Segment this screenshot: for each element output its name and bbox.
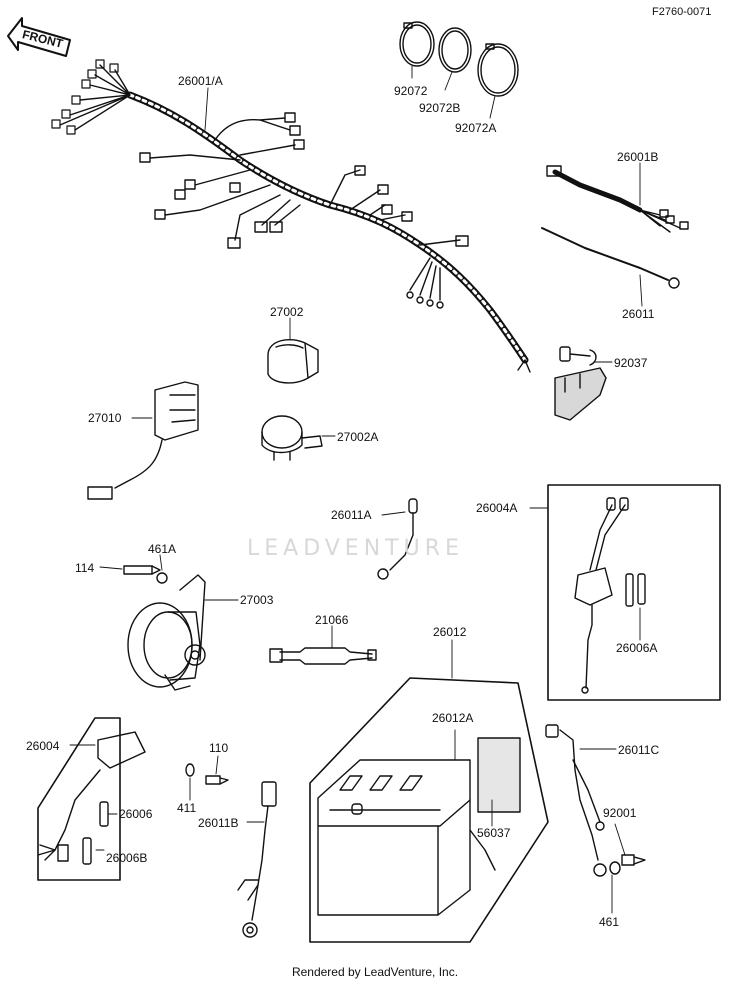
- label-27002: 27002: [270, 305, 304, 319]
- label-92072A: 92072A: [455, 121, 497, 135]
- lead-26011A: [377, 498, 418, 580]
- lead-26011C: [545, 724, 607, 877]
- horn-27003: [123, 565, 206, 691]
- label-92001: 92001: [603, 806, 637, 820]
- label-92072: 92072: [394, 84, 428, 98]
- watermark: LEADVENTURE: [247, 536, 464, 561]
- main-wiring-harness: [51, 59, 531, 373]
- washer-411: [185, 763, 195, 777]
- clamp-92072: [399, 21, 435, 67]
- clamp-92037: [554, 346, 607, 421]
- label-26001A: 26001/A: [178, 74, 223, 88]
- label-26011A: 26011A: [331, 508, 372, 522]
- battery-group-26012: [309, 677, 549, 943]
- label-26004A: 26004A: [476, 501, 518, 515]
- sub-harness-26001B: [546, 165, 689, 233]
- label-26006B: 26006B: [106, 851, 148, 865]
- bolt-92001: [621, 854, 646, 866]
- label-27010: 27010: [88, 411, 122, 425]
- label-92072B: 92072B: [419, 101, 461, 115]
- label-21066: 21066: [315, 613, 349, 627]
- label-461A: 461A: [148, 542, 177, 556]
- relay-27002A: [261, 415, 323, 461]
- label-26006A: 26006A: [616, 641, 658, 655]
- relay-27002: [267, 339, 319, 384]
- label-411: 411: [177, 801, 197, 815]
- clamp-92072B: [438, 27, 472, 73]
- lead-26011B: [237, 781, 277, 938]
- footer-credit: Rendered by LeadVenture, Inc.: [291, 965, 459, 979]
- label-26006: 26006: [119, 807, 153, 821]
- label-26011C: 26011C: [618, 743, 660, 757]
- label-27002A: 27002A: [337, 430, 379, 444]
- regulator-27010: [87, 381, 199, 500]
- label-27003: 27003: [240, 593, 274, 607]
- clamp-92072A: [477, 43, 519, 97]
- label-26004: 26004: [26, 739, 60, 753]
- label-26011: 26011: [622, 307, 655, 321]
- screw-110: [205, 775, 229, 785]
- front-arrow-icon: [7, 17, 71, 57]
- lead-26011: [541, 227, 680, 289]
- label-114: 114: [75, 561, 95, 575]
- label-26012A: 26012A: [432, 711, 474, 725]
- label-56037: 56037: [477, 826, 511, 840]
- fuse-21066: [269, 647, 377, 665]
- leader-lines: [69, 65, 643, 914]
- label-110: 110: [209, 741, 229, 755]
- label-26011B: 26011B: [198, 816, 239, 830]
- label-26001B: 26001B: [617, 150, 659, 164]
- label-92037: 92037: [614, 356, 648, 370]
- figure-code: F2760-0071: [652, 6, 712, 18]
- group-26004A: [547, 484, 721, 701]
- group-26004: [37, 717, 146, 881]
- washer-461: [609, 861, 621, 875]
- label-26012: 26012: [433, 625, 467, 639]
- label-461: 461: [599, 915, 620, 929]
